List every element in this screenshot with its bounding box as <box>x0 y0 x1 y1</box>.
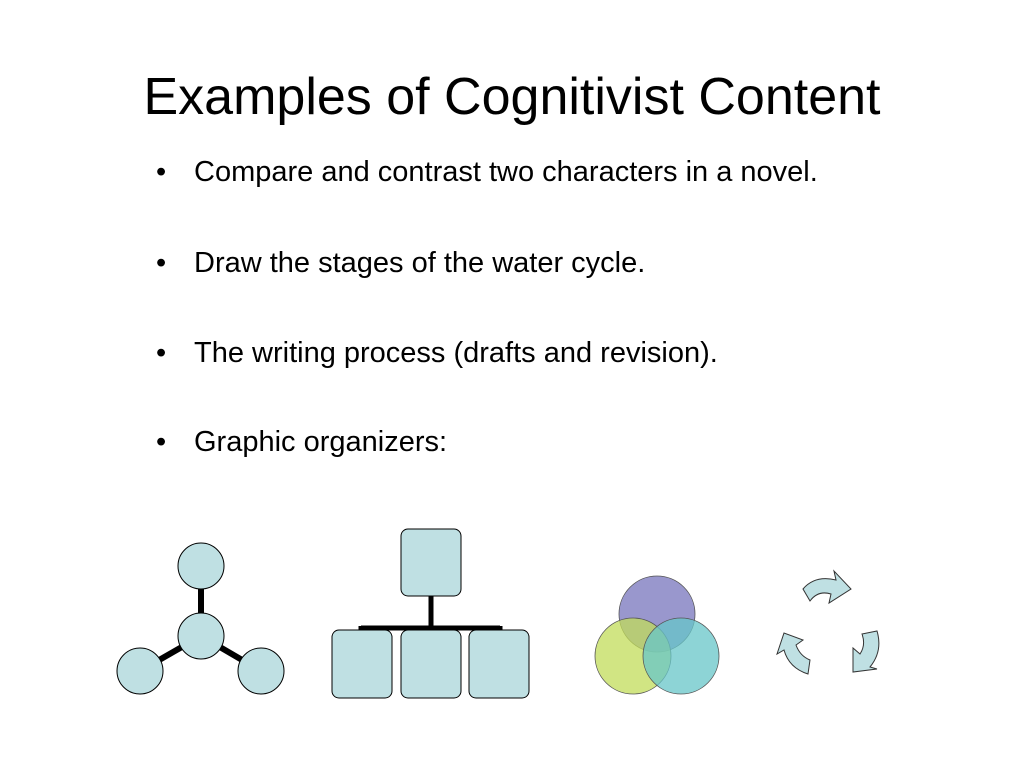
bullet-dot: • <box>156 247 167 279</box>
bullet-item: • Compare and contrast two characters in … <box>156 154 818 190</box>
bullet-dot: • <box>156 156 167 188</box>
bullet-dot: • <box>156 337 167 369</box>
bullet-item: • Graphic organizers: <box>156 424 447 460</box>
bullet-text: Draw the stages of the water cycle. <box>194 247 646 279</box>
web-diagram-icon <box>116 542 285 695</box>
bullet-dot: • <box>156 426 167 458</box>
bullet-text: The writing process (drafts and revision… <box>194 337 718 369</box>
slide-title: Examples of Cognitivist Content <box>143 68 881 126</box>
bullet-text: Graphic organizers: <box>194 426 448 458</box>
bullet-text: Compare and contrast two characters in a… <box>194 156 818 188</box>
bullet-item: • The writing process (drafts and revisio… <box>156 335 718 371</box>
venn-diagram-icon <box>594 575 720 695</box>
cycle-arrows-icon <box>776 569 880 675</box>
bullet-item: • Draw the stages of the water cycle. <box>156 245 645 281</box>
hierarchy-chart-icon <box>331 528 530 699</box>
